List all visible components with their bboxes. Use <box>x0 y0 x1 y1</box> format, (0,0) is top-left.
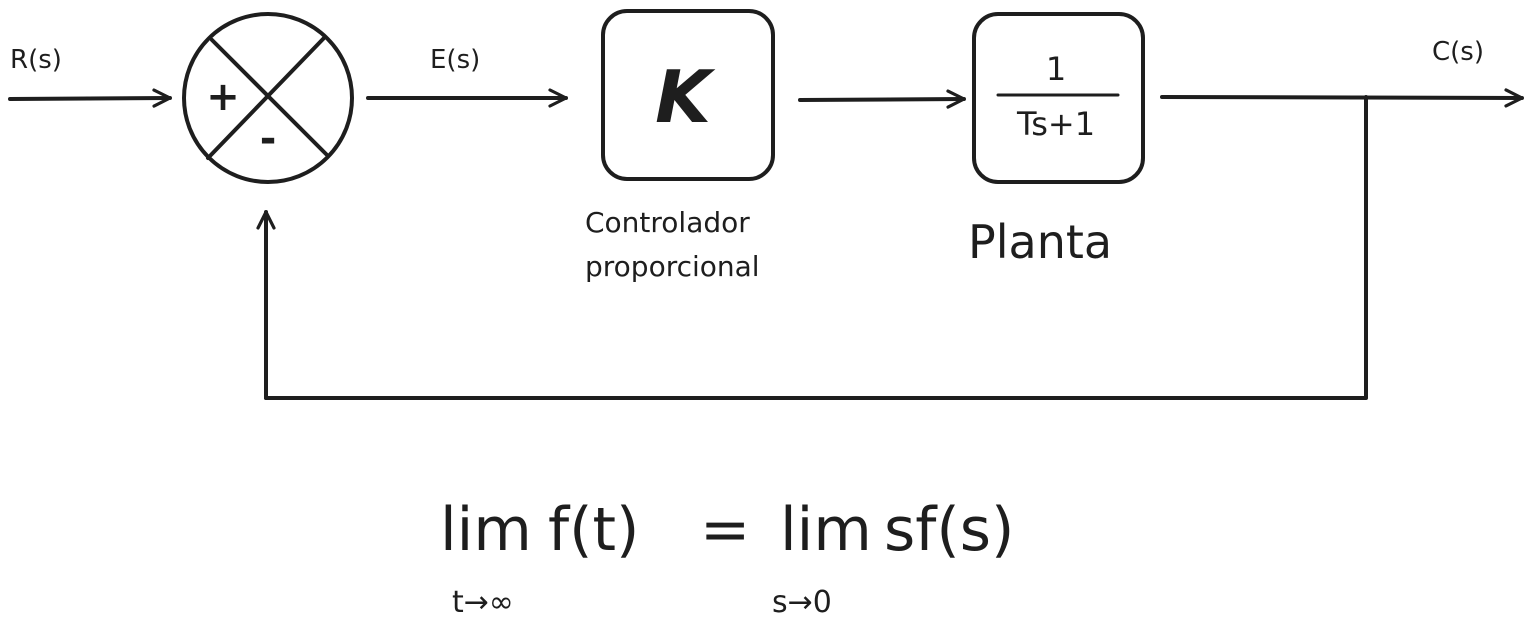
theorem-lhs-subscript: t→∞ <box>452 585 514 620</box>
theorem-equals: = <box>700 495 750 565</box>
plant-block <box>972 12 1145 184</box>
input-arrow <box>8 88 172 108</box>
plant-caption: Planta <box>968 215 1112 269</box>
output-arrow <box>1160 88 1524 108</box>
input-signal-label: R(s) <box>10 45 62 75</box>
output-signal-label: C(s) <box>1432 37 1484 67</box>
theorem-lhs-lim: lim <box>440 495 532 565</box>
controller-block <box>601 9 775 181</box>
control-arrow <box>798 89 966 109</box>
theorem-rhs-subscript: s→0 <box>772 585 832 620</box>
plus-sign: + <box>206 74 240 120</box>
controller-caption-line1: Controlador <box>585 206 750 239</box>
error-signal-label: E(s) <box>430 45 480 75</box>
plant-denominator: Ts+1 <box>1016 105 1095 143</box>
minus-sign: - <box>260 116 277 162</box>
summing-junction <box>182 12 354 184</box>
theorem-lhs-function: f(t) <box>548 495 639 565</box>
controller-caption-line2: proporcional <box>585 250 760 283</box>
theorem-rhs-lim: lim <box>780 495 872 565</box>
plant-numerator: 1 <box>1046 50 1066 88</box>
theorem-rhs-function: sf(s) <box>884 495 1014 565</box>
controller-gain: K <box>655 55 716 139</box>
feedback-path <box>264 95 1368 400</box>
